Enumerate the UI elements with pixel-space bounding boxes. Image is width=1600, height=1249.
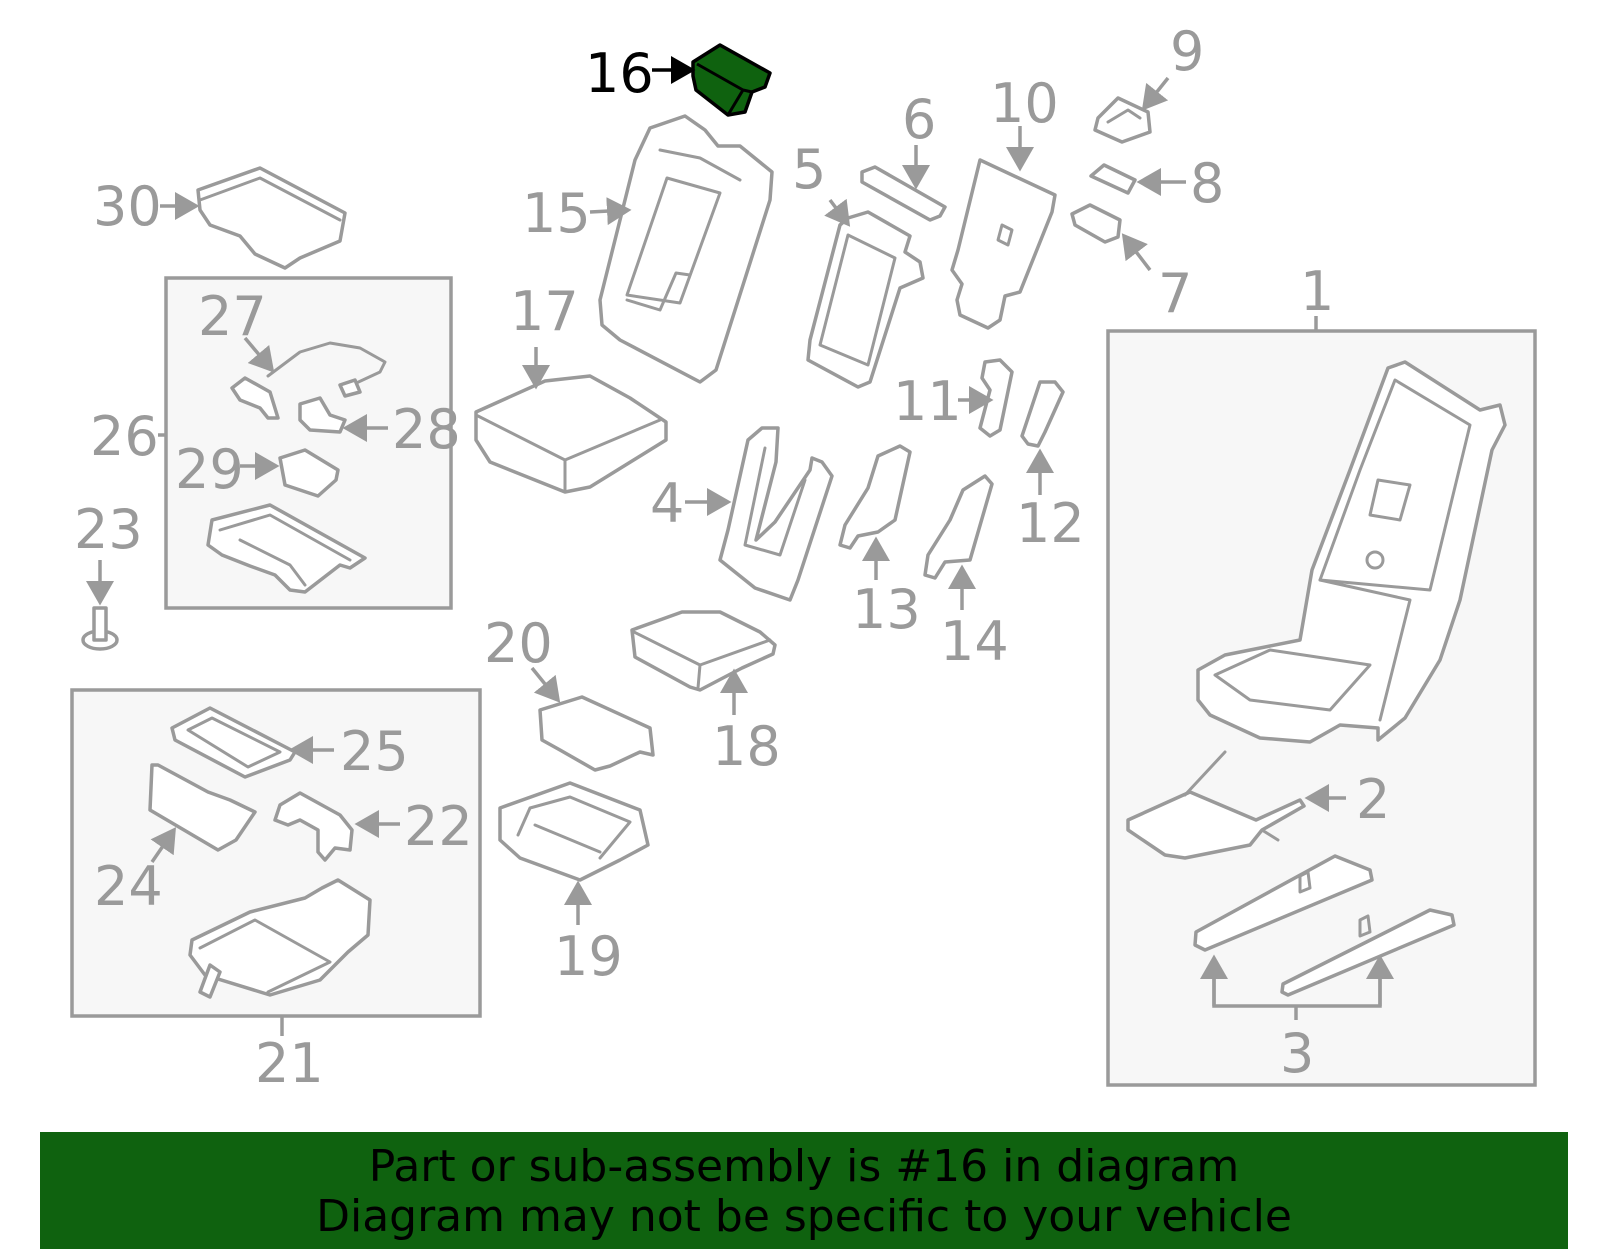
callout-4: 4 bbox=[650, 472, 684, 535]
callout-6: 6 bbox=[902, 88, 936, 151]
part-9-clip[interactable] bbox=[1093, 96, 1152, 144]
leader-9 bbox=[1141, 76, 1170, 111]
part-24-bin[interactable] bbox=[148, 763, 257, 852]
callout-3: 3 bbox=[1280, 1022, 1314, 1085]
part-2-wire-frame[interactable] bbox=[1126, 750, 1306, 860]
leader-15 bbox=[589, 197, 632, 226]
callout-13: 13 bbox=[852, 578, 921, 641]
banner-line-1: Part or sub-assembly is #16 in diagram bbox=[368, 1141, 1240, 1192]
callout-23: 23 bbox=[74, 498, 143, 561]
callout-19: 19 bbox=[554, 925, 623, 988]
part-22-bracket[interactable] bbox=[273, 791, 354, 862]
callout-11: 11 bbox=[893, 370, 962, 433]
part-30-armrest-pad[interactable] bbox=[196, 166, 347, 270]
info-banner: Part or sub-assembly is #16 in diagram D… bbox=[40, 1132, 1568, 1249]
part-18-cushion[interactable] bbox=[630, 610, 777, 692]
leader-24 bbox=[150, 827, 176, 863]
part-26-console-base[interactable] bbox=[206, 503, 367, 594]
part-23-bolt[interactable] bbox=[81, 606, 119, 651]
part-19-cushion[interactable] bbox=[498, 781, 650, 882]
part-10-back-panel[interactable] bbox=[950, 158, 1057, 330]
callout-28: 28 bbox=[392, 398, 461, 461]
part-5-back-frame[interactable] bbox=[806, 210, 925, 389]
callout-2: 2 bbox=[1356, 768, 1390, 831]
part-1-seat-frame[interactable] bbox=[1196, 360, 1507, 744]
part-21-console-tray[interactable] bbox=[188, 878, 372, 999]
callout-17: 17 bbox=[510, 280, 579, 343]
callout-24: 24 bbox=[94, 855, 163, 918]
part-3-seat-tracks[interactable] bbox=[1193, 854, 1456, 997]
leader-27 bbox=[243, 336, 275, 373]
part-4-side-panel[interactable] bbox=[718, 426, 834, 602]
part-6-strip[interactable] bbox=[860, 165, 947, 222]
callout-21: 21 bbox=[255, 1032, 324, 1095]
callout-16: 16 bbox=[585, 42, 654, 105]
part-14-trim[interactable] bbox=[923, 474, 994, 580]
callout-15: 15 bbox=[522, 182, 591, 245]
part-13-trim[interactable] bbox=[838, 444, 912, 550]
leader-7 bbox=[1121, 233, 1152, 272]
callout-5: 5 bbox=[792, 138, 826, 201]
callout-1: 1 bbox=[1300, 260, 1334, 323]
part-17-cushion[interactable] bbox=[474, 374, 668, 494]
callout-10: 10 bbox=[990, 72, 1059, 135]
callout-20: 20 bbox=[484, 612, 553, 675]
callout-27: 27 bbox=[198, 285, 267, 348]
callout-7: 7 bbox=[1158, 262, 1192, 325]
part-20-pad[interactable] bbox=[538, 695, 655, 772]
leader-20 bbox=[530, 666, 561, 703]
part-12-bracket[interactable] bbox=[1020, 380, 1065, 448]
part-29-pad[interactable] bbox=[278, 448, 340, 498]
callout-8: 8 bbox=[1190, 152, 1224, 215]
callout-26: 26 bbox=[90, 405, 159, 468]
banner-line-2: Diagram may not be specific to your vehi… bbox=[316, 1191, 1292, 1242]
part-8-pad[interactable] bbox=[1089, 163, 1137, 195]
leader-5 bbox=[824, 198, 851, 227]
callout-12: 12 bbox=[1016, 492, 1085, 555]
part-7-pad[interactable] bbox=[1070, 203, 1122, 244]
callout-30: 30 bbox=[93, 175, 162, 238]
callout-29: 29 bbox=[175, 438, 244, 501]
callout-14: 14 bbox=[940, 610, 1009, 673]
callout-22: 22 bbox=[404, 795, 473, 858]
part-15-seat-back[interactable] bbox=[598, 114, 774, 384]
part-27-cable[interactable] bbox=[230, 341, 387, 420]
part-16-headrest[interactable] bbox=[691, 43, 772, 117]
callout-9: 9 bbox=[1170, 20, 1204, 83]
part-11-bracket[interactable] bbox=[978, 358, 1014, 438]
callout-25: 25 bbox=[340, 720, 409, 783]
callout-18: 18 bbox=[712, 715, 781, 778]
